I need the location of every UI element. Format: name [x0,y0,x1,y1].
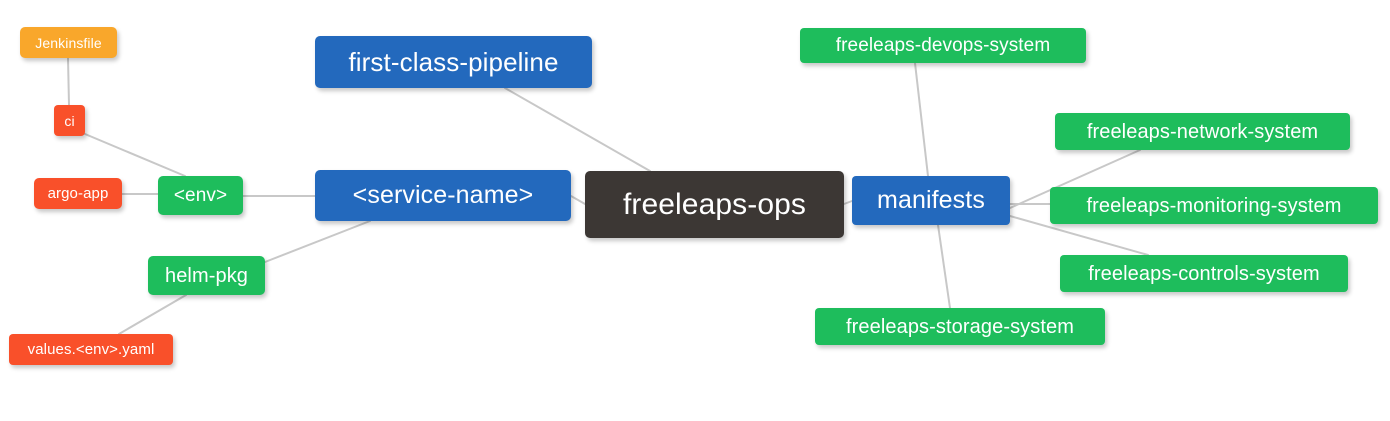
node-label: freeleaps-monitoring-system [1086,194,1342,217]
node-label: argo-app [47,185,109,202]
node-helm-pkg[interactable]: helm-pkg [148,256,265,295]
edge-service-name-to-helm-pkg [264,220,371,263]
node-label: Jenkinsfile [35,34,102,51]
node-jenkinsfile[interactable]: Jenkinsfile [20,27,117,58]
node-freeleaps-network-system[interactable]: freeleaps-network-system [1055,113,1350,150]
node-label: values.<env>.yaml [27,341,155,358]
edge-freeleaps-ops-to-service-name [570,195,586,205]
edge-freeleaps-ops-to-manifests [843,200,853,205]
node-label: <env> [173,185,228,206]
edge-helm-pkg-to-values-env-yaml [118,294,187,335]
edge-ci-to-jenkinsfile [67,57,70,106]
node-freeleaps-monitoring-system[interactable]: freeleaps-monitoring-system [1050,187,1378,224]
node-service-name[interactable]: <service-name> [315,170,571,221]
node-argo-app[interactable]: argo-app [34,178,122,209]
edge-env-to-ci [84,133,186,177]
node-label: <service-name> [352,181,534,209]
edge-freeleaps-ops-to-first-class-pipeline [504,87,651,172]
node-label: first-class-pipeline [348,47,559,77]
node-label: helm-pkg [164,264,249,287]
node-freeleaps-storage-system[interactable]: freeleaps-storage-system [815,308,1105,345]
node-freeleaps-ops[interactable]: freeleaps-ops [585,171,844,238]
node-label: freeleaps-ops [622,187,807,221]
node-label: freeleaps-controls-system [1088,262,1320,285]
node-freeleaps-controls-system[interactable]: freeleaps-controls-system [1060,255,1348,292]
node-ci[interactable]: ci [54,105,85,136]
node-label: manifests [877,186,985,214]
node-label: freeleaps-storage-system [845,315,1075,338]
node-manifests[interactable]: manifests [852,176,1010,225]
node-values-env-yaml[interactable]: values.<env>.yaml [9,334,173,365]
edge-manifests-to-freeleaps-devops-system [914,62,929,177]
node-env[interactable]: <env> [158,176,243,215]
node-freeleaps-devops-system[interactable]: freeleaps-devops-system [800,28,1086,63]
edge-manifests-to-freeleaps-storage-system [937,224,951,309]
node-first-class-pipeline[interactable]: first-class-pipeline [315,36,592,88]
node-label: freeleaps-network-system [1086,120,1319,143]
node-label: ci [64,112,75,129]
node-label: freeleaps-devops-system [835,35,1051,56]
